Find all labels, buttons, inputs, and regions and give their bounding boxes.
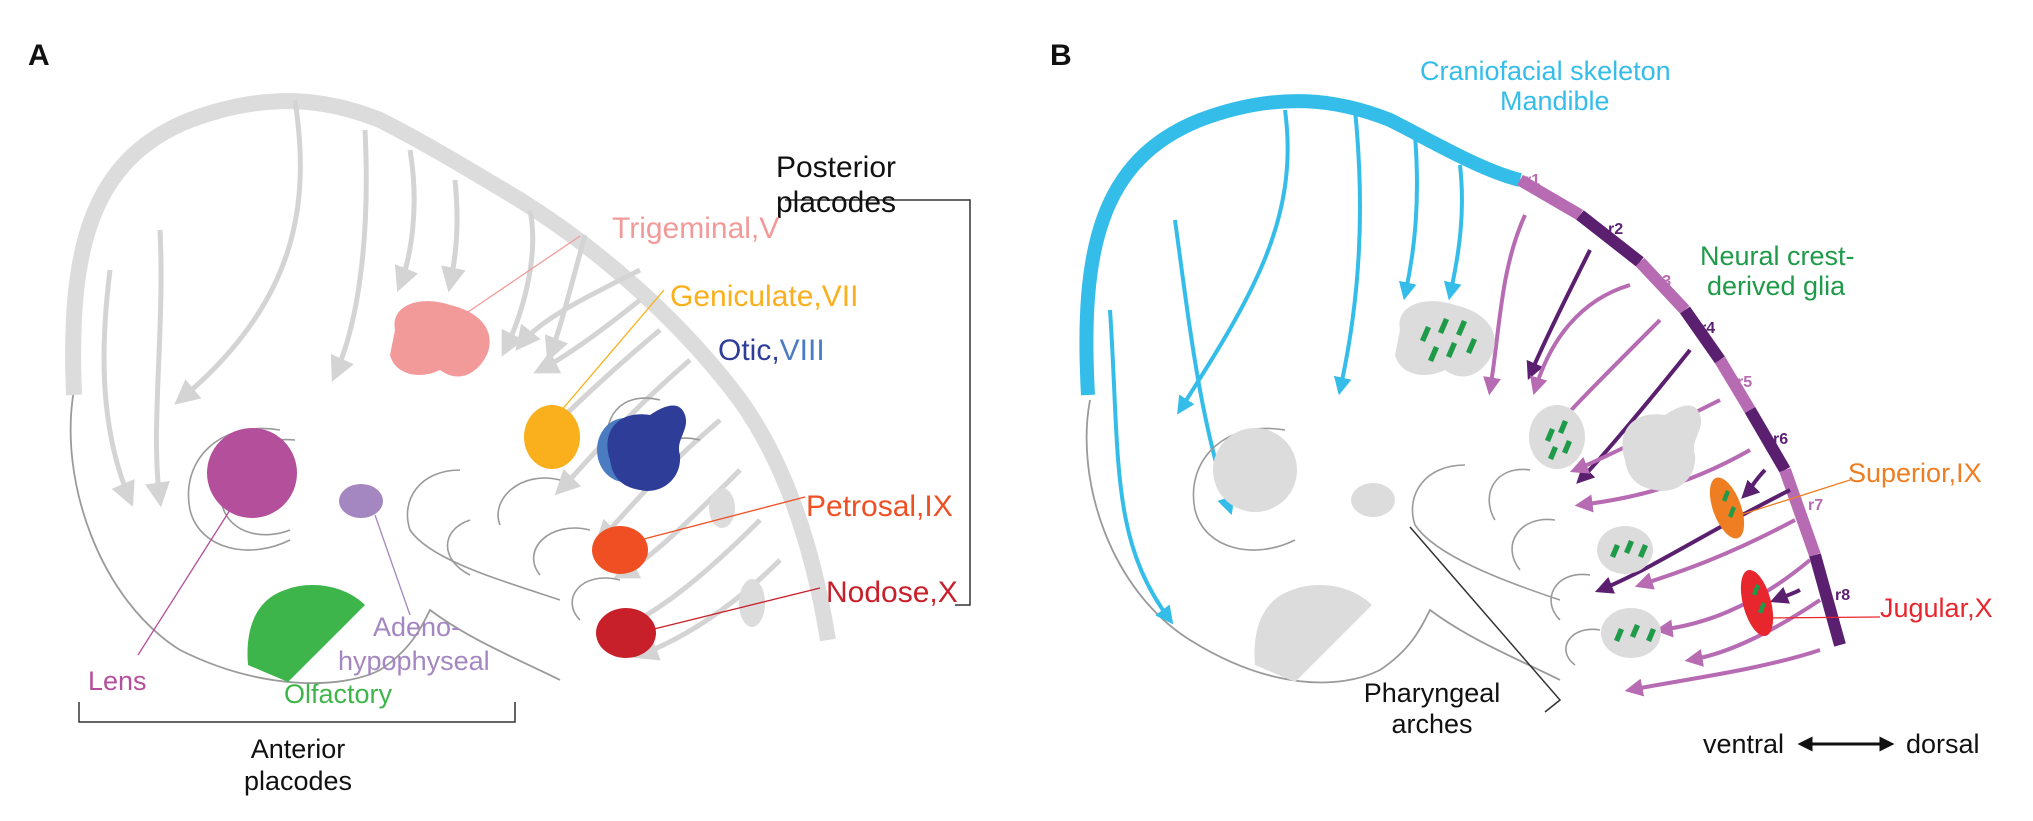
superior-leader	[1739, 479, 1851, 516]
geniculate-label: Geniculate,VII	[670, 280, 858, 313]
superior-label: Superior,IX	[1848, 458, 1982, 488]
glia-cluster-geniculate	[1529, 405, 1585, 469]
ghost-otic-b	[1622, 405, 1702, 491]
posterior-label-1: Posterior	[776, 151, 896, 184]
otic-placode	[607, 405, 687, 491]
lens-label: Lens	[88, 666, 147, 696]
cranio-label-2: Mandible	[1500, 86, 1610, 116]
panel-b-letter: B	[1050, 39, 1072, 72]
jugular-leader	[1767, 616, 1881, 619]
embryo-outline-a	[69, 389, 561, 685]
posterior-bracket	[785, 199, 971, 606]
embryo-outline-b	[1085, 399, 1561, 684]
adeno-label-2: hypophyseal	[338, 646, 490, 676]
olfactory-label: Olfactory	[284, 679, 393, 709]
panel-a-letter: A	[28, 39, 50, 72]
trigeminal-placode	[390, 301, 490, 377]
glia-cluster-petrosal	[1597, 526, 1653, 574]
nodose-label: Nodose,X	[826, 576, 958, 609]
cyan-border	[1079, 94, 1522, 396]
anterior-bracket	[78, 702, 516, 723]
cranio-label-1: Craniofacial skeleton	[1420, 56, 1671, 86]
ventral-label: ventral	[1703, 729, 1784, 759]
rh-label-1: r1	[1525, 172, 1540, 189]
pharyngeal-bracket	[1409, 526, 1562, 713]
leader-lines-a	[137, 235, 821, 656]
rhombomere-labels: r1 r2 r3 r4 r5 r6 r7 r8	[1525, 172, 1850, 604]
jugular-label: Jugular,X	[1880, 593, 1993, 623]
glia-cluster-trigeminal	[1395, 301, 1495, 377]
rh-label-6: r6	[1773, 431, 1788, 448]
anterior-label-1: Anterior	[251, 734, 346, 764]
guide-arrows-a	[101, 99, 782, 661]
rh-label-5: r5	[1737, 374, 1752, 391]
lens-placode	[207, 428, 297, 518]
crest-label-2: derived glia	[1707, 271, 1846, 301]
purple-arrows	[1483, 214, 1822, 697]
otic-label: Otic,VIII	[718, 334, 825, 367]
rh-label-2: r2	[1608, 221, 1623, 238]
ghost-placode-a1	[709, 488, 735, 528]
ghost-olfactory-b	[1254, 585, 1372, 682]
anterior-label-2: placodes	[244, 766, 352, 796]
panel-b: B	[1050, 39, 1993, 759]
rh-label-4: r4	[1700, 320, 1715, 337]
crest-label-1: Neural crest-	[1700, 241, 1855, 271]
pharyngeal-arches-b	[1411, 464, 1601, 666]
petrosal-placode	[592, 526, 648, 574]
posterior-label-2: placodes	[776, 186, 896, 219]
adeno-label-1: Adeno-	[373, 612, 460, 642]
trigeminal-label: Trigeminal,V	[612, 212, 779, 245]
nodose-placode	[596, 608, 656, 658]
dorsal-label: dorsal	[1906, 729, 1980, 759]
rh-label-8: r8	[1835, 587, 1850, 604]
rh-label-7: r7	[1808, 497, 1823, 514]
pharyngeal-label-1: Pharyngeal	[1364, 678, 1501, 708]
panel-a: A	[28, 39, 971, 796]
rhombomere-border	[1516, 174, 1846, 647]
jugular-ganglion	[1740, 569, 1774, 637]
superior-ganglion	[1709, 477, 1745, 539]
ghost-lens-b	[1213, 428, 1297, 512]
geniculate-placode	[524, 405, 580, 469]
petrosal-label: Petrosal,IX	[806, 490, 953, 523]
dorsal-border-a	[65, 93, 836, 642]
adenohypophyseal-placode	[339, 484, 383, 518]
olfactory-placode	[247, 585, 365, 682]
ghost-adeno-b	[1351, 483, 1395, 517]
rh-label-3: r3	[1656, 273, 1671, 290]
glia-cluster-nodose	[1601, 608, 1661, 658]
ghost-placode-a2	[739, 579, 765, 627]
pharyngeal-label-2: arches	[1391, 709, 1472, 739]
